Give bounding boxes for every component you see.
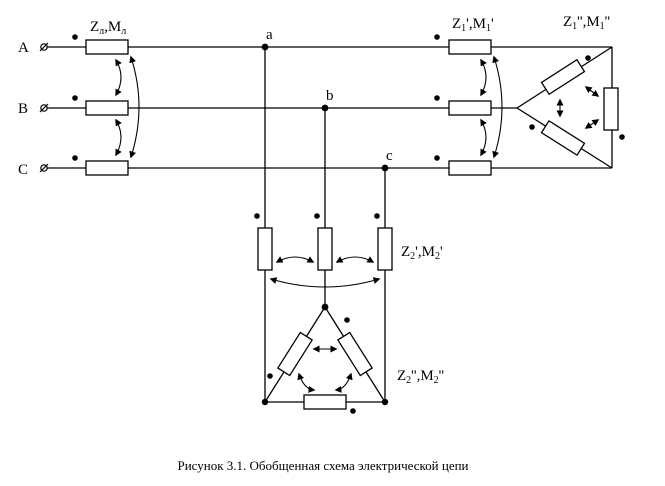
node-delta-left — [261, 398, 269, 406]
polarity-dot — [374, 213, 380, 219]
phase-terminals — [39, 42, 49, 173]
mutual-arrow-icon — [115, 118, 122, 157]
line-resistor-b — [85, 100, 129, 116]
phase-label-a: A — [18, 40, 29, 56]
phase-lines — [45, 46, 612, 169]
load1-star-resistor-b — [448, 100, 492, 116]
line-impedances — [72, 34, 140, 176]
polarity-dot — [585, 55, 591, 61]
polarity-dot — [434, 34, 440, 40]
branch-nodes — [261, 43, 389, 402]
load1-star-resistor-a — [448, 39, 492, 55]
load2-star-resistor-b — [317, 227, 333, 271]
polarity-dot — [344, 317, 350, 323]
mutual-arrow-icon — [584, 86, 600, 97]
load2-star-resistor-c — [377, 227, 393, 271]
mutual-arrow-icon — [480, 118, 487, 157]
polarity-dot — [529, 124, 535, 130]
polarity-dot — [267, 373, 273, 379]
load1-star-label: Z1',M1' — [452, 16, 494, 34]
line-resistor-c — [85, 160, 129, 176]
load1-delta-resistor-ca — [603, 87, 619, 131]
line-impedance-label: Zл,Mл — [90, 19, 126, 37]
mutual-arrow-icon — [129, 55, 140, 159]
mutual-arrow-icon — [335, 256, 375, 263]
load1-star-resistor-c — [448, 160, 492, 176]
node-label-c: c — [386, 148, 393, 164]
node-label-b: b — [326, 88, 334, 104]
phase-label-b: B — [18, 101, 28, 117]
load1-delta-resistor-bc — [540, 119, 586, 157]
load2-delta — [261, 303, 389, 414]
mutual-arrow-icon — [492, 55, 503, 159]
load1-delta-label: Z1'',M1'' — [563, 14, 610, 32]
polarity-dot — [619, 134, 625, 140]
polarity-dot — [72, 155, 78, 161]
phase-label-c: C — [18, 162, 28, 178]
load2-star-resistor-a — [257, 227, 273, 271]
load2-star-label: Z2',M2' — [401, 244, 443, 262]
load1-delta — [516, 46, 625, 169]
mutual-arrow-icon — [269, 277, 381, 288]
polarity-dot — [72, 95, 78, 101]
mutual-arrow-icon — [334, 372, 353, 393]
polarity-dot — [434, 95, 440, 101]
polarity-dot — [350, 408, 356, 414]
node-delta-right — [381, 398, 389, 406]
load2-delta-resistor-ca — [303, 394, 347, 410]
mutual-arrow-icon — [297, 372, 316, 393]
line-resistor-a — [85, 39, 129, 55]
polarity-dot — [314, 213, 320, 219]
polarity-dot — [254, 213, 260, 219]
figure-caption: Рисунок 3.1. Обобщенная схема электричес… — [177, 458, 468, 473]
polarity-dot — [434, 155, 440, 161]
load2-delta-resistor-ab — [276, 331, 314, 377]
polarity-dot — [72, 34, 78, 40]
mutual-arrow-icon — [584, 119, 600, 129]
node-label-a: a — [266, 27, 273, 43]
load1-delta-resistor-ab — [540, 58, 586, 96]
mutual-arrow-icon — [480, 58, 487, 97]
mutual-arrow-icon — [275, 256, 315, 263]
load2-star — [254, 213, 393, 288]
load1-star — [434, 34, 503, 176]
mutual-arrow-icon — [115, 58, 122, 97]
load2-delta-label: Z2'',M2'' — [397, 368, 444, 386]
load2-delta-resistor-bc — [336, 331, 374, 377]
